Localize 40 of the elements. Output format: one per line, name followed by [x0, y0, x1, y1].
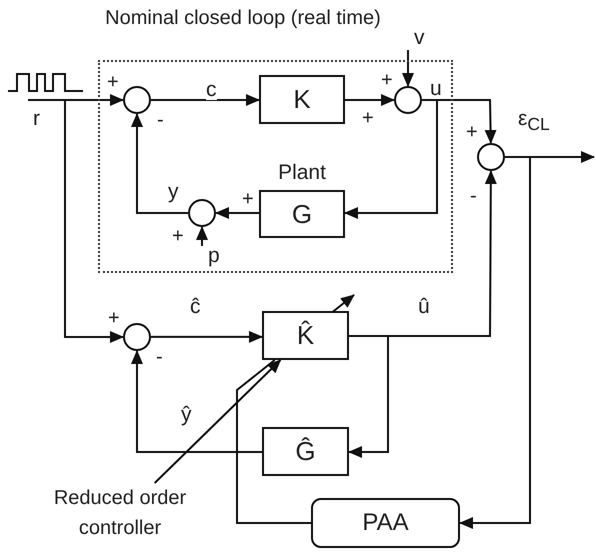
sign-label: -	[157, 110, 164, 130]
adaptation-block: PAA	[311, 498, 460, 548]
sign-label: +	[107, 72, 119, 92]
sign-label: -	[470, 186, 477, 206]
transfer-block: K	[259, 75, 345, 124]
signal-arrow	[196, 226, 208, 246]
sign-label: +	[466, 122, 478, 142]
sign-label: +	[108, 308, 120, 328]
sign-label: -	[156, 347, 163, 367]
signal-arrow	[131, 350, 262, 453]
signal-arrow	[151, 94, 260, 106]
block-heading: Plant	[277, 162, 327, 183]
summing-junction	[394, 86, 422, 114]
signal-arrow	[64, 99, 124, 343]
signal-arrow	[348, 335, 389, 458]
annotation-text: Reduced order controller	[30, 483, 210, 551]
signal-arrow	[402, 50, 414, 87]
signal-arrow	[151, 330, 263, 343]
transfer-block: Ĝ	[262, 427, 349, 476]
summing-junction	[188, 199, 216, 227]
signal-arrow	[27, 94, 124, 106]
sign-label: +	[362, 108, 374, 128]
signal-arrow	[131, 113, 188, 214]
signal-label: p	[196, 246, 226, 270]
sign-label: +	[242, 189, 254, 209]
summing-junction	[477, 143, 505, 171]
sign-label: +	[172, 226, 184, 246]
summing-junction	[123, 323, 151, 351]
signal-arrow	[459, 156, 531, 529]
signal-arrow	[345, 94, 395, 106]
summing-junction	[123, 86, 151, 114]
transfer-block: K̂	[262, 311, 349, 360]
sign-label: +	[381, 70, 393, 90]
signal-arrow	[215, 207, 259, 219]
transfer-block: G	[259, 190, 345, 238]
signal-label: ŷ	[181, 404, 192, 425]
leader-line	[154, 359, 282, 484]
signal-arrow	[344, 99, 438, 219]
signal-label: v	[402, 28, 432, 50]
group-title: Nominal closed loop (real time)	[104, 8, 382, 28]
